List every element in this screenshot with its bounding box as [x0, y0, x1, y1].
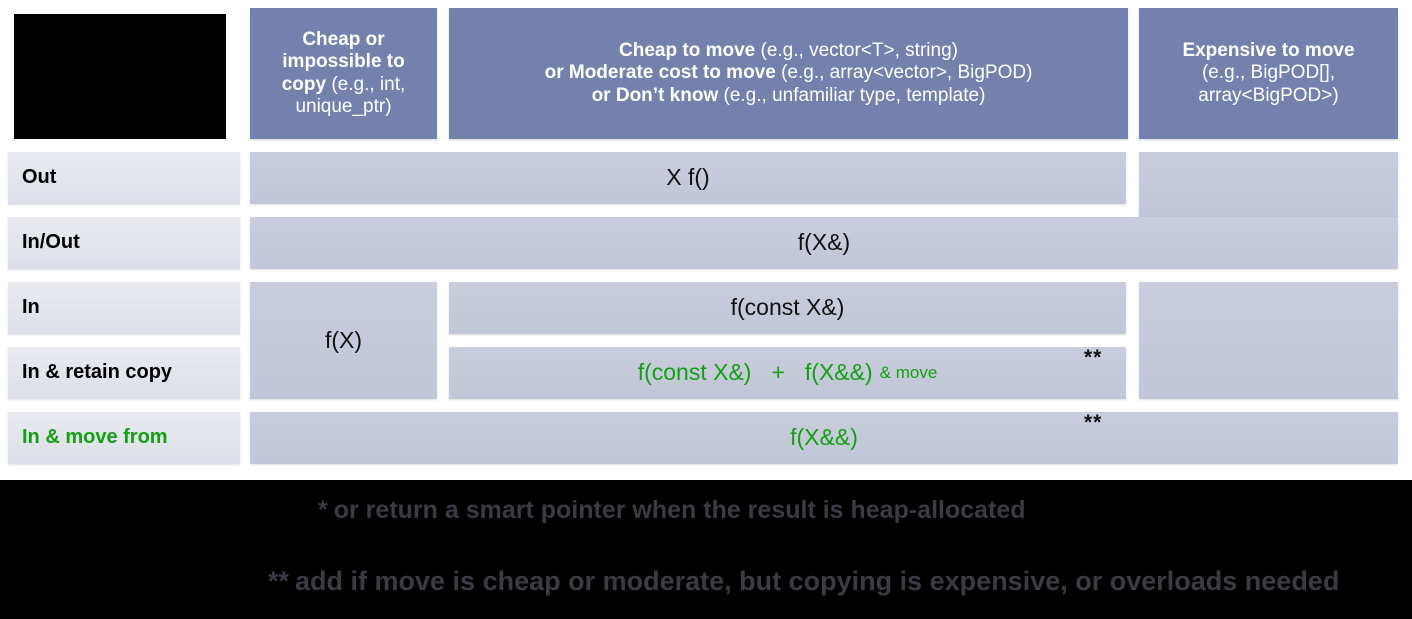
header-cheap-or-moderate-or-unknown-to-move: Cheap to move (e.g., vector<T>, string) … — [449, 8, 1128, 139]
cell-in-expensive-empty — [1139, 282, 1398, 399]
header-line: array<BigPOD>) — [1198, 84, 1339, 106]
cell-out-expensive-empty — [1139, 152, 1398, 217]
signature-text: X f() — [666, 164, 710, 191]
header-cheap-or-impossible-to-copy: Cheap or impossible to copy (e.g., int, … — [250, 8, 437, 139]
row-label-in-and-move-from: In & move from — [8, 412, 240, 464]
row-label-text: In/Out — [22, 231, 80, 254]
cell-in-retain-copy-overloads: f(const X&) + f(X&&) & move — [449, 347, 1126, 399]
footnotes-area — [0, 480, 1412, 619]
signature-const-ref: f(const X&) — [637, 359, 752, 386]
header-line: unique_ptr) — [295, 95, 392, 117]
row-label-text: In & retain copy — [22, 361, 173, 384]
header-expensive-to-move: Expensive to move (e.g., BigPOD[], array… — [1139, 8, 1398, 139]
footnote-marker: * — [318, 496, 328, 524]
row-label-in: In — [8, 282, 240, 334]
signature-text: f(X&&) — [790, 424, 858, 451]
cell-move-from-rvalue-ref: f(X&&) — [250, 412, 1398, 464]
signature-rvalue-ref: f(X&&) — [804, 359, 873, 386]
header-line: (e.g., BigPOD[], — [1201, 62, 1336, 84]
row-label-text: Out — [22, 166, 57, 189]
footnote-double-star: **add if move is cheap or moderate, but … — [268, 566, 1339, 597]
header-line: copy (e.g., int, — [281, 73, 406, 95]
header-line: Cheap to move (e.g., vector<T>, string) — [619, 39, 958, 61]
footnote-text: or return a smart pointer when the resul… — [333, 496, 1026, 524]
row-label-in-and-retain-copy: In & retain copy — [8, 347, 240, 399]
guidelines-table: Cheap or impossible to copy (e.g., int, … — [0, 0, 1412, 480]
row-label-text: In & move from — [22, 426, 168, 449]
header-line: impossible to — [282, 51, 405, 73]
cell-in-const-ref: f(const X&) — [449, 282, 1126, 334]
row-label-in-out: In/Out — [8, 217, 240, 269]
footnote-marker: ** — [268, 566, 290, 596]
footnote-marker-double-star-retain-copy: ** — [1084, 346, 1103, 369]
footnote-text: add if move is cheap or moderate, but co… — [295, 566, 1340, 596]
header-line: Cheap or — [302, 28, 385, 50]
signature-text: f(const X&) — [730, 294, 845, 321]
corner-cell — [14, 14, 226, 139]
row-label-out: Out — [8, 152, 240, 204]
header-line: or Don’t know (e.g., unfamiliar type, te… — [591, 84, 986, 106]
header-line: or Moderate cost to move (e.g., array<ve… — [544, 62, 1033, 84]
footnote-marker-double-star-move-from: ** — [1084, 411, 1103, 434]
signature-text: f(X) — [324, 326, 363, 353]
row-label-text: In — [22, 296, 40, 319]
signature-text: f(X&) — [797, 229, 851, 256]
and-move-note: & move — [879, 362, 938, 382]
footnote-single-star: *or return a smart pointer when the resu… — [318, 496, 1026, 525]
cell-in-by-value: f(X) — [250, 282, 437, 399]
cell-inout-ref: f(X&) — [250, 217, 1398, 269]
plus-operator: + — [771, 359, 785, 386]
cell-out-return-by-value: X f() — [250, 152, 1126, 204]
header-line: Expensive to move — [1182, 39, 1355, 61]
